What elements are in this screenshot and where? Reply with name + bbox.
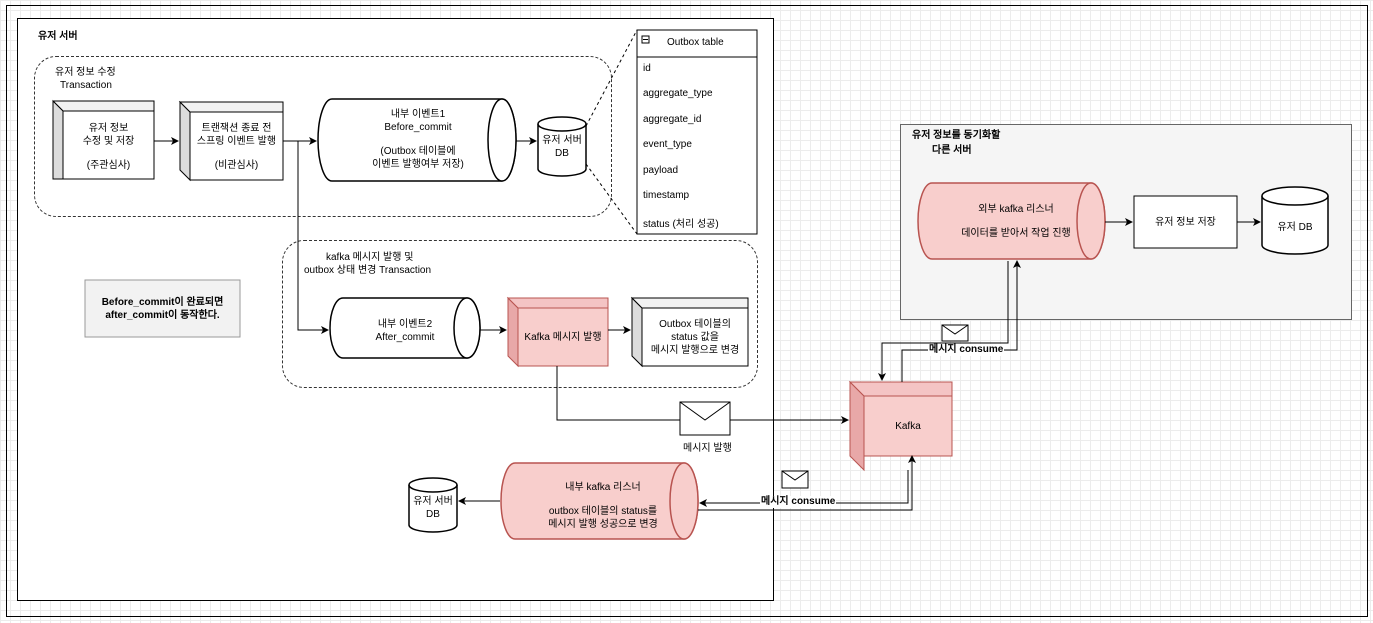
other-server-title-line1: 유저 정보를 동기화할: [912, 130, 1001, 141]
save-box-shape: [52, 99, 155, 180]
outbox-field: timestamp: [643, 190, 690, 201]
outbox-field: id: [643, 63, 651, 74]
other-db-label: 유저 DB: [1277, 222, 1313, 233]
save-box-label: 유저 정보 수정 및 저장 (주관심사): [82, 123, 135, 171]
other-server-title-line2: 다른 서버: [932, 145, 972, 156]
event1-cylinder: [317, 98, 517, 182]
internal-listener-cylinder: [500, 462, 699, 540]
kafka-publish-box-shape: [506, 296, 609, 368]
note-shape: [84, 279, 241, 338]
outbox-field: aggregate_id: [643, 114, 702, 125]
db-bottom-label: 유저 서버 DB: [413, 496, 453, 520]
update-tx-line1: 유저 정보 수정: [55, 67, 116, 78]
internal-listener-label: 내부 kafka 리스너 outbox 테이블의 status를 메시지 발행 …: [548, 482, 658, 530]
envelope-icon: [941, 324, 969, 342]
consume-bottom-label: 메시지 consume: [760, 496, 837, 508]
db-top-label: 유저 서버 DB: [542, 135, 582, 159]
outbox-update-box-shape: [630, 296, 749, 368]
envelope-icon: [679, 401, 731, 436]
publish-message-label: 메시지 발행: [681, 443, 734, 455]
update-tx-line2: Transaction: [60, 80, 112, 91]
event2-label: 내부 이벤트2 After_commit: [375, 319, 435, 343]
outbox-table-shape: [636, 29, 758, 235]
outbox-field: payload: [643, 165, 679, 176]
outbox-update-label: Outbox 테이블의 status 값을 메시지 발행으로 변경: [650, 319, 740, 356]
external-listener-cylinder: [917, 182, 1106, 260]
kafka-tx-line1: kafka 메시지 발행 및: [326, 252, 414, 263]
note-text: Before_commit이 완료되면 after_commit이 동작한다.: [101, 297, 224, 321]
external-listener-label: 외부 kafka 리스너 데이터를 받아서 작업 진행: [961, 204, 1071, 239]
outbox-table-title: Outbox table: [667, 37, 724, 48]
outbox-table-fields: id aggregate_type aggregate_id event_typ…: [637, 57, 757, 234]
event1-label: 내부 이벤트1 Before_commit (Outbox 테이블에 이벤트 발…: [372, 109, 464, 170]
kafka-label: Kafka: [895, 421, 921, 432]
publish-box-shape: [178, 100, 284, 182]
kafka-box-shape: [848, 380, 953, 472]
kafka-transaction-group: [282, 240, 758, 388]
outer-frame: [6, 5, 1368, 617]
other-save-label: 유저 정보 저장: [1155, 217, 1216, 228]
db-bottom-cylinder: [408, 477, 458, 533]
update-transaction-group: [34, 56, 612, 217]
envelope-icon: [781, 470, 809, 489]
event2-cylinder: [329, 297, 481, 359]
other-save-box-shape: [1133, 195, 1238, 249]
user-server-title: 유저 서버: [38, 31, 78, 42]
db-top-cylinder: [537, 116, 587, 177]
outbox-field: event_type: [643, 139, 692, 150]
outbox-field: aggregate_type: [643, 88, 713, 99]
outbox-field: status (처리 성공): [643, 219, 719, 230]
kafka-tx-line2: outbox 상태 변경 Transaction: [304, 265, 432, 276]
publish-box-label: 트랜잭션 종료 전 스프링 이벤트 발행 (비관심사): [196, 123, 277, 171]
consume-right-label: 메시지 consume: [928, 344, 1005, 356]
other-db-cylinder: [1261, 186, 1329, 255]
kafka-publish-label: Kafka 메시지 발행: [524, 332, 602, 343]
